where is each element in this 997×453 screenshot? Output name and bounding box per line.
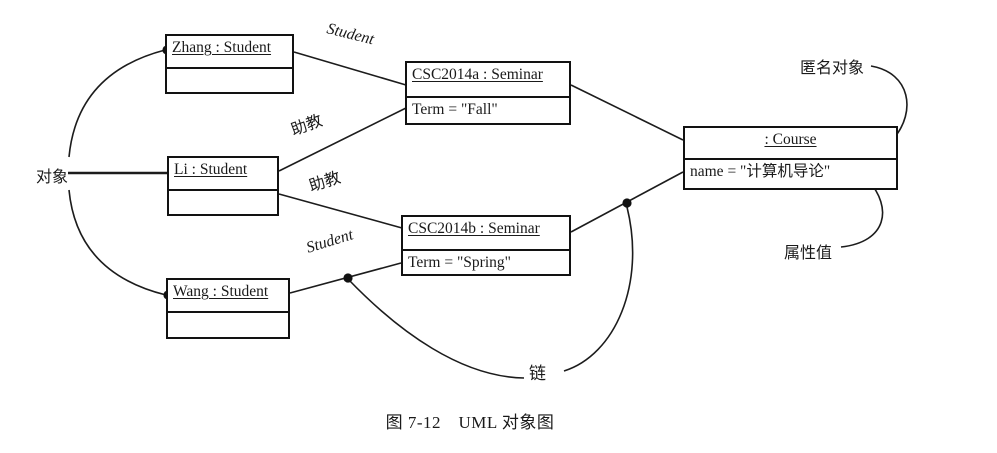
object-title-seminar-b: CSC2014b : Seminar [408, 220, 540, 237]
dot-link-wang-line [343, 273, 353, 283]
annotation-attribute-value: 属性值 [784, 245, 833, 262]
object-title-seminar-a: CSC2014a : Seminar [412, 66, 543, 83]
figure-caption: 图 7-12 UML 对象图 [385, 413, 555, 432]
link-seminar-a-course [570, 84, 684, 141]
object-attr-course: name = "计算机导论" [685, 158, 896, 188]
object-title-wang: Wang : Student [173, 283, 269, 300]
object-attr-zhang-empty [167, 67, 292, 92]
annotation-link: 链 [529, 364, 546, 383]
link-zhang-seminar-a [293, 51, 407, 86]
pointer-object-to-zhang [68, 49, 166, 158]
pointer-anonymous-object [870, 65, 908, 139]
annotation-anonymous-object: 匿名对象 [800, 60, 865, 77]
pointer-attribute-value [840, 179, 884, 248]
object-box-zhang: Zhang : Student [165, 34, 294, 94]
object-attr-seminar-a: Term = "Fall" [407, 96, 569, 123]
object-box-course: : Course name = "计算机导论" [683, 126, 898, 190]
object-attr-seminar-b: Term = "Spring" [403, 249, 569, 274]
pointer-link-left [347, 278, 525, 379]
link-li-seminar-b [278, 193, 403, 229]
object-box-wang: Wang : Student [166, 278, 290, 339]
dot-link-seminar-line [622, 198, 632, 208]
annotation-object: 对象 [36, 169, 69, 186]
object-box-seminar-a: CSC2014a : Seminar Term = "Fall" [405, 61, 571, 125]
link-li-seminar-a [278, 107, 407, 172]
pointer-link-right [563, 206, 634, 372]
object-title-li: Li : Student [174, 161, 248, 178]
pointer-object-to-wang [68, 189, 167, 296]
object-box-seminar-b: CSC2014b : Seminar Term = "Spring" [401, 215, 571, 276]
object-attr-li-empty [169, 189, 277, 214]
object-box-li: Li : Student [167, 156, 279, 216]
object-title-course: : Course [764, 131, 817, 148]
object-attr-wang-empty [168, 311, 288, 337]
object-title-zhang: Zhang : Student [172, 39, 272, 56]
